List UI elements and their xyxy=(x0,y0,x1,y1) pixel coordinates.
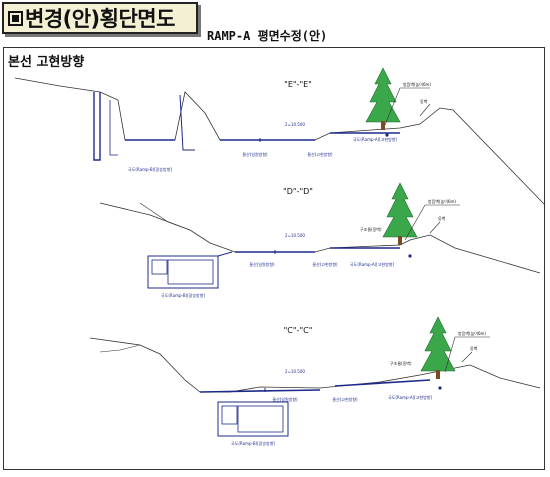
road-deck xyxy=(334,379,431,387)
structure-outline xyxy=(109,100,118,156)
square-bullet-icon xyxy=(8,10,23,26)
callout-label: 옹벽 xyxy=(438,215,446,221)
section-d-d: "D"-"D" 2=10.500 국도(Ramp-B)[광승방향] 울산(일원방… xyxy=(99,182,541,298)
section-title: "C"-"C" xyxy=(284,326,313,335)
callout-label: 옹벽 xyxy=(420,98,428,104)
retaining-wall-left xyxy=(93,92,101,161)
road-label: 국도(Ramp-B)[광승방향] xyxy=(128,166,172,172)
road-label: 국도(Ramp-A)[고현방향] xyxy=(350,261,394,267)
road-label: 울산(고현방향) xyxy=(332,396,358,402)
road-label: 울산(고현방향) xyxy=(312,261,338,267)
road-label: 국도(Ramp-A)[고현방향] xyxy=(353,136,397,142)
road-label: 국도(Ramp-B)[광승방향] xyxy=(231,440,275,446)
road-label: 울산(일원방향) xyxy=(249,261,275,267)
ground-profile xyxy=(89,337,541,393)
section-title: "E"-"E" xyxy=(284,80,312,89)
box-structure xyxy=(147,255,219,289)
road-deck xyxy=(199,389,321,393)
callout-label: 구조물(옹벽) xyxy=(390,360,412,366)
width-label: 2=10.500 xyxy=(285,369,305,374)
callout-label: 방음벽(높이6m) xyxy=(428,198,456,204)
frame-label: 본선 고현방향 xyxy=(8,55,85,70)
road-label: 국도(Ramp-B)[광승방향] xyxy=(161,292,205,298)
width-label: 2=10.500 xyxy=(285,233,305,238)
callout-label: 옹벽 xyxy=(470,345,478,351)
road-label: 울산(일원방향) xyxy=(272,396,298,402)
drawing-frame xyxy=(3,47,545,470)
tree-icon xyxy=(420,316,456,380)
page-title: 변경(안)횡단면도 xyxy=(25,7,175,31)
road-label: 울산(일원방향) xyxy=(242,151,268,157)
title-box: 변경(안)횡단면도 xyxy=(2,2,198,34)
callout-label: 방음벽(높이6m) xyxy=(403,81,431,87)
structure-outline xyxy=(179,94,195,151)
ground-profile xyxy=(14,77,546,206)
tree-icon xyxy=(382,182,418,246)
road-label: 울산(고현방향) xyxy=(307,151,333,157)
page-subtitle: RAMP-A 평면수정(안) xyxy=(207,29,328,43)
width-label: 2=10.500 xyxy=(285,122,305,127)
section-c-c: "C"-"C" 2=10.500 국도(Ramp-B)[광승방향] 울산(일원방… xyxy=(89,316,541,446)
road-label: 국도(Ramp-A)[고현방향] xyxy=(388,394,432,400)
tree-icon xyxy=(365,67,401,131)
box-structure xyxy=(217,401,289,437)
callout-label: 방음벽(높이6m) xyxy=(458,330,486,336)
section-e-e: "E"-"E" 2=10.500 국도(Ramp-B)[광승방향] 울산(일원방… xyxy=(14,67,546,206)
callout-label: 구조물(옹벽) xyxy=(360,226,382,232)
section-title: "D"-"D" xyxy=(283,187,313,196)
